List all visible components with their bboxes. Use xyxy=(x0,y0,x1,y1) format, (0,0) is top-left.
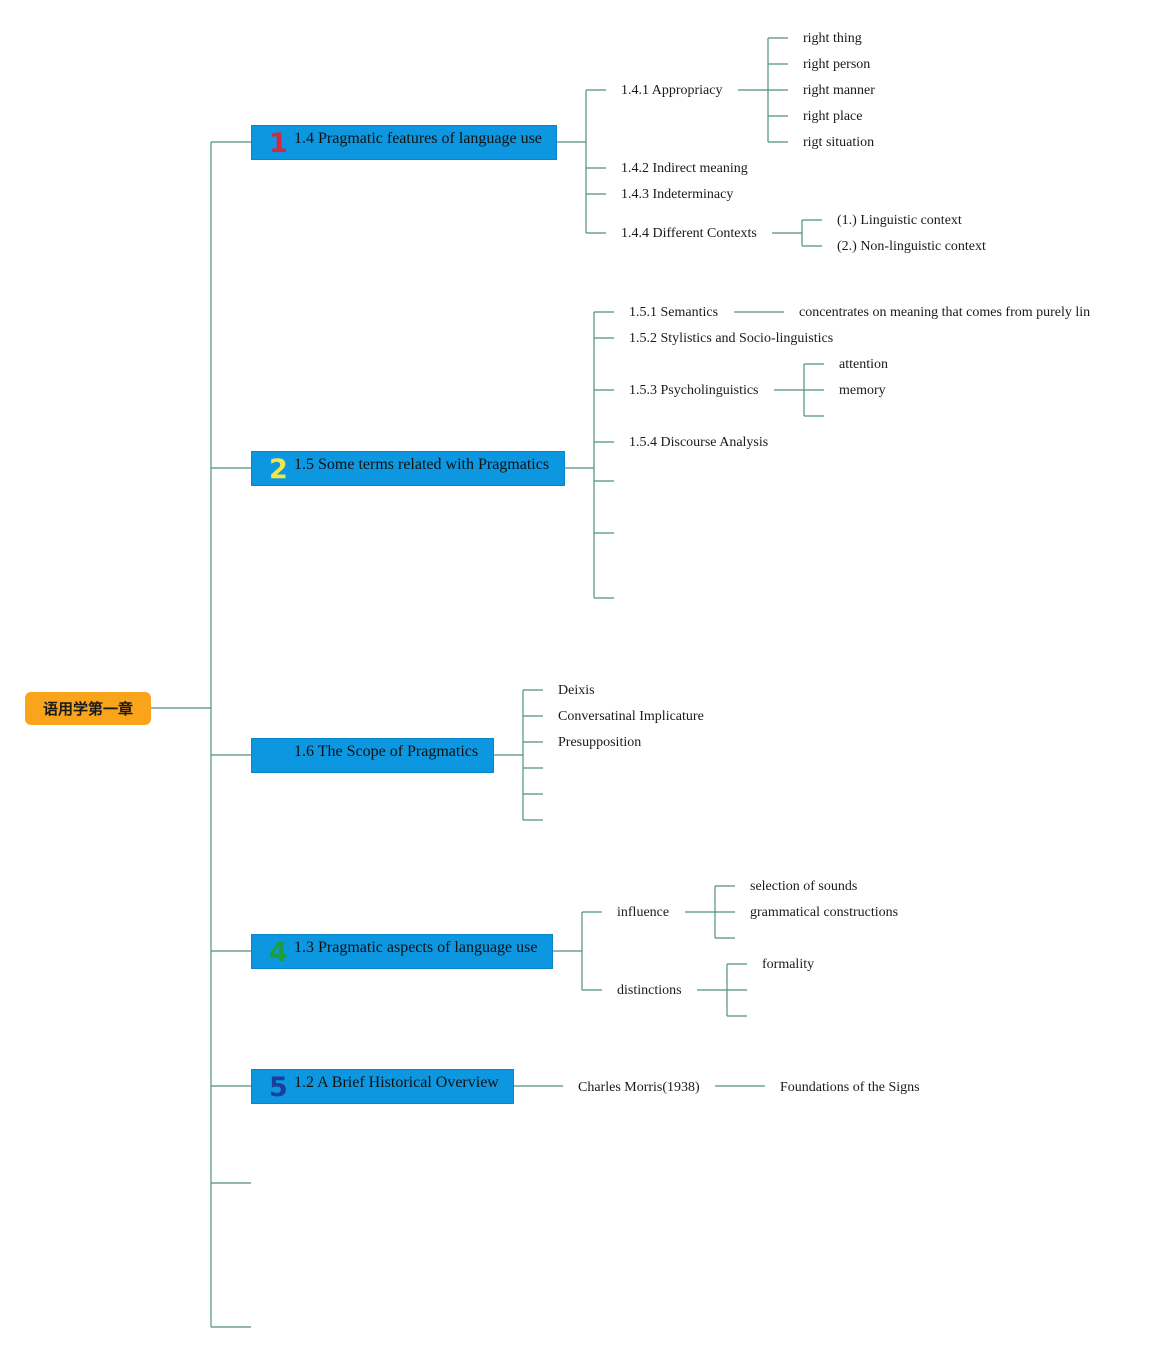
topic-semantics[interactable]: 1.5.1 Semantics xyxy=(629,305,719,320)
branch-node-terms-related[interactable]: 2 1.5 Some terms related with Pragmatics xyxy=(251,451,565,486)
priority-marker-icon: 2 xyxy=(269,454,288,485)
topic-conversational-implicature[interactable]: Conversatinal Implicature xyxy=(558,709,704,724)
branch-node-pragmatic-aspects[interactable]: 4 1.3 Pragmatic aspects of language use xyxy=(251,934,553,969)
branch-label: 1.5 Some terms related with Pragmatics xyxy=(294,456,550,473)
subtopic-right-thing[interactable]: right thing xyxy=(803,31,862,46)
topic-indeterminacy[interactable]: 1.4.3 Indeterminacy xyxy=(621,187,734,202)
subtopic-linguistic-context[interactable]: (1.) Linguistic context xyxy=(837,213,962,228)
subtopic-semantics-note[interactable]: concentrates on meaning that comes from … xyxy=(799,305,1091,320)
branch-node-historical-overview[interactable]: 5 1.2 A Brief Historical Overview xyxy=(251,1069,514,1104)
topic-influence[interactable]: influence xyxy=(617,905,670,920)
branch-node-pragmatic-features[interactable]: 1 1.4 Pragmatic features of language use xyxy=(251,125,557,160)
priority-marker-icon: 5 xyxy=(269,1072,288,1103)
root-node[interactable]: 语用学第一章 xyxy=(25,692,151,725)
topic-charles-morris[interactable]: Charles Morris(1938) xyxy=(578,1080,700,1095)
branch-label: 1.3 Pragmatic aspects of language use xyxy=(294,939,538,956)
topic-discourse-analysis[interactable]: 1.5.4 Discourse Analysis xyxy=(629,435,769,450)
subtopic-right-place[interactable]: right place xyxy=(803,109,863,124)
subtopic-right-situation[interactable]: rigt situation xyxy=(803,135,875,150)
subtopic-right-person[interactable]: right person xyxy=(803,57,871,72)
subtopic-foundations-of-signs[interactable]: Foundations of the Signs xyxy=(780,1080,920,1095)
root-label: 语用学第一章 xyxy=(42,700,133,718)
branch-label: 1.4 Pragmatic features of language use xyxy=(294,130,542,147)
topic-psycholinguistics[interactable]: 1.5.3 Psycholinguistics xyxy=(629,383,759,398)
branch-label: 1.6 The Scope of Pragmatics xyxy=(294,743,479,760)
priority-marker-icon: 4 xyxy=(269,937,288,968)
subtopic-right-manner[interactable]: right manner xyxy=(803,83,875,98)
subtopic-formality[interactable]: formality xyxy=(762,957,815,972)
branch-node-scope[interactable]: 1.6 The Scope of Pragmatics xyxy=(251,738,494,773)
topic-stylistics[interactable]: 1.5.2 Stylistics and Socio-linguistics xyxy=(629,331,834,346)
branch-label: 1.2 A Brief Historical Overview xyxy=(294,1074,499,1091)
priority-marker-icon: 1 xyxy=(269,128,288,159)
subtopic-attention[interactable]: attention xyxy=(839,357,888,372)
topic-presupposition[interactable]: Presupposition xyxy=(558,735,642,750)
topic-distinctions[interactable]: distinctions xyxy=(617,983,682,998)
subtopic-memory[interactable]: memory xyxy=(839,383,886,398)
topic-appropriacy[interactable]: 1.4.1 Appropriacy xyxy=(621,83,723,98)
topic-deixis[interactable]: Deixis xyxy=(558,683,595,698)
topic-different-contexts[interactable]: 1.4.4 Different Contexts xyxy=(621,226,757,241)
subtopic-grammatical-constructions[interactable]: grammatical constructions xyxy=(750,905,899,920)
subtopic-non-linguistic-context[interactable]: (2.) Non-linguistic context xyxy=(837,239,986,254)
topic-indirect-meaning[interactable]: 1.4.2 Indirect meaning xyxy=(621,161,748,176)
subtopic-selection-of-sounds[interactable]: selection of sounds xyxy=(750,879,858,894)
